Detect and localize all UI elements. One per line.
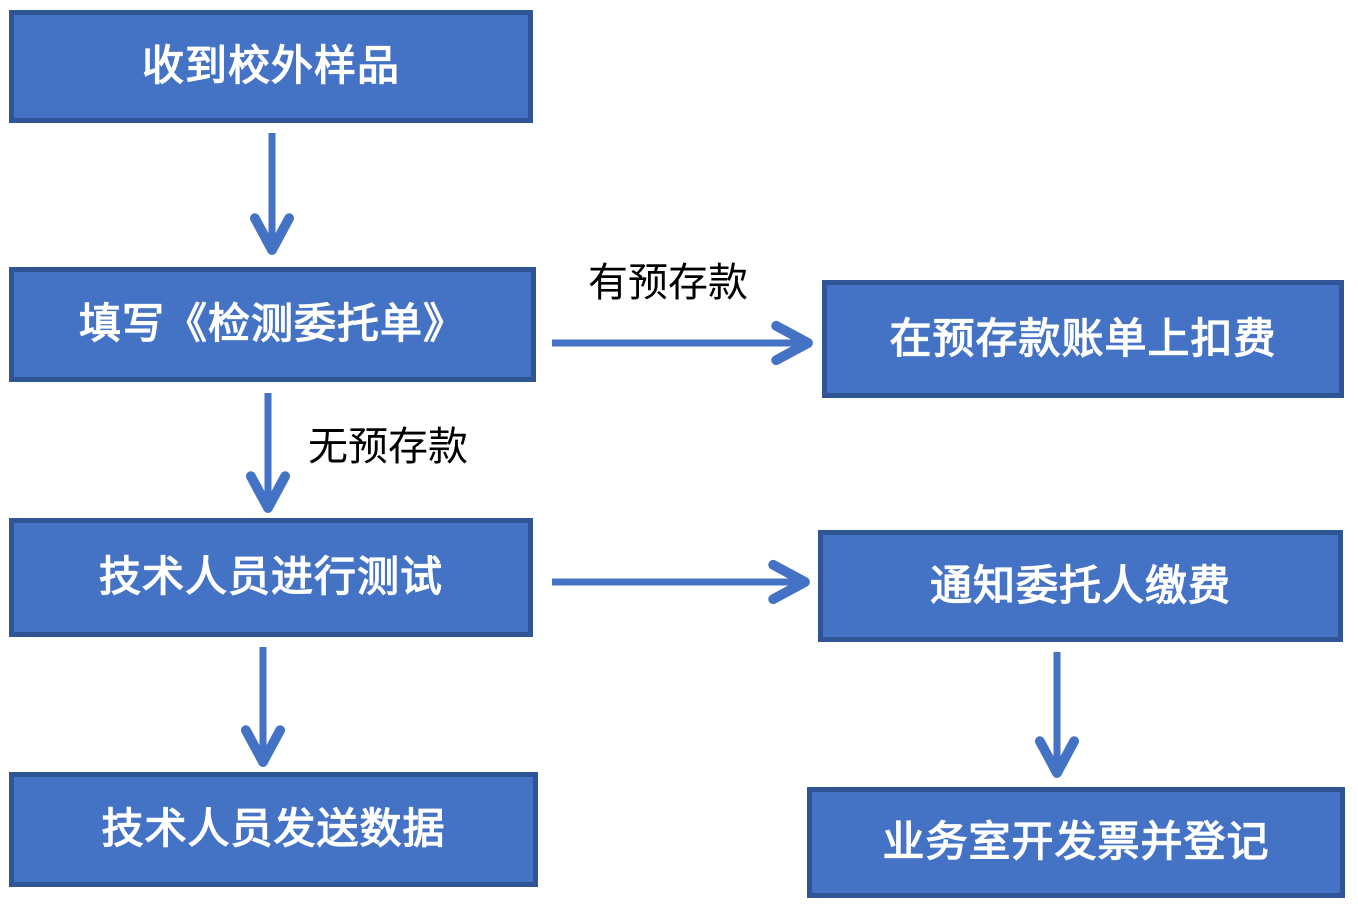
flow-node-invoice-and-register: 业务室开发票并登记 (807, 787, 1345, 898)
edge-label-no-deposit: 无预存款 (308, 425, 468, 469)
flow-node-label: 业务室开发票并登记 (882, 818, 1270, 866)
edge-label-has-deposit: 有预存款 (588, 261, 748, 305)
flow-node-notify-client-pay: 通知委托人缴费 (818, 530, 1343, 642)
flow-node-deduct-from-deposit: 在预存款账单上扣费 (822, 280, 1344, 398)
flow-node-label: 在预存款账单上扣费 (889, 314, 1277, 362)
flow-node-label: 填写《检测委托单》 (78, 300, 466, 348)
flow-node-receive-samples: 收到校外样品 (9, 10, 533, 123)
flow-node-label: 技术人员发送数据 (101, 805, 446, 853)
flow-node-label: 收到校外样品 (141, 42, 400, 90)
flow-node-fill-commission-form: 填写《检测委托单》 (9, 267, 536, 382)
flow-node-technician-send-data: 技术人员发送数据 (9, 772, 538, 887)
flow-node-label: 技术人员进行测试 (98, 553, 443, 601)
flow-node-label: 通知委托人缴费 (929, 561, 1231, 609)
flow-node-technician-testing: 技术人员进行测试 (9, 518, 533, 637)
